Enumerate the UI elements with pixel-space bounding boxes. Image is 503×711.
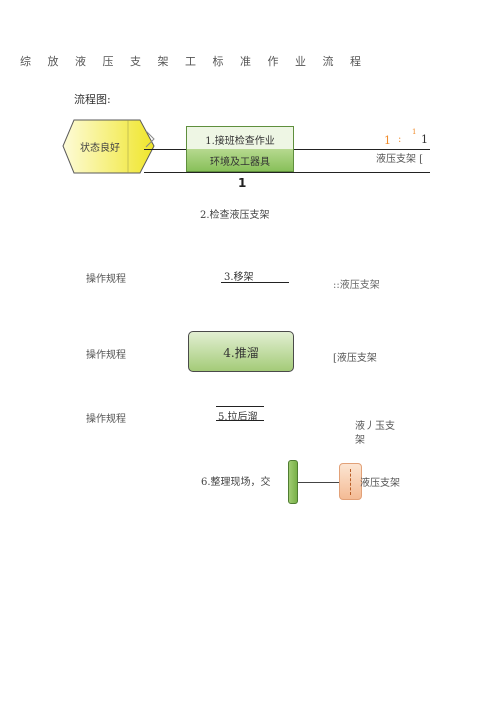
row1-superscript: 1 <box>412 128 417 136</box>
row1-right-label: 液压支架 [ <box>376 154 424 165</box>
step5-overline <box>216 406 264 407</box>
step3-label: 3.移架 <box>224 272 254 283</box>
swimlane-divider-line <box>144 172 430 173</box>
step4-process-box: 4.推溜 <box>188 331 294 372</box>
step5-label: 5.拉后溜 <box>218 412 258 423</box>
step1-subtitle: 环境及工器具 <box>210 157 270 168</box>
connector-line-step1-right <box>294 149 430 150</box>
row5-right-label-2: 架 <box>355 435 365 446</box>
lane-marker: 1 <box>238 176 247 190</box>
step6-process-box <box>288 460 298 504</box>
step1-title: 1.接班检查作业 <box>205 136 275 147</box>
row4-right-label: [液压支架 <box>333 353 377 364</box>
step2-label: 2.检查液压支架 <box>200 210 270 221</box>
row1-colon: : <box>398 134 402 145</box>
step3-underline <box>221 282 289 283</box>
side-label-op2: 操作规程 <box>86 350 126 361</box>
step6-label: 6.整理现场，交 <box>201 477 271 488</box>
step4-label: 4.推溜 <box>223 346 259 360</box>
connector-line-step6 <box>298 482 340 483</box>
library-document-icon <box>339 463 362 500</box>
step1-process-box: 1.接班检查作业 环境及工器具 <box>186 126 294 172</box>
start-node-label: 状态良好 <box>80 143 120 154</box>
row1-number-2: 1 <box>421 133 428 146</box>
step1-footer: 环境及工器具 <box>187 149 293 171</box>
row6-right-label: 液压支架 <box>360 478 400 489</box>
library-dash-line <box>350 469 351 495</box>
row3-right-label: ::液压支架 <box>333 280 380 291</box>
side-label-op1: 操作规程 <box>86 274 126 285</box>
step5-underline <box>216 420 264 421</box>
row1-number: 1 <box>384 134 393 147</box>
start-node-shape <box>62 119 155 174</box>
connector-line-start-step1 <box>144 149 186 150</box>
step1-header: 1.接班检查作业 <box>187 127 293 150</box>
row5-right-label-1: 液丿玉支 <box>355 421 395 432</box>
side-label-op3: 操作规程 <box>86 414 126 425</box>
document-title: 综 放 液 压 支 架 工 标 准 作 业 流 程 <box>20 55 368 68</box>
section-label: 流程图: <box>74 93 111 106</box>
